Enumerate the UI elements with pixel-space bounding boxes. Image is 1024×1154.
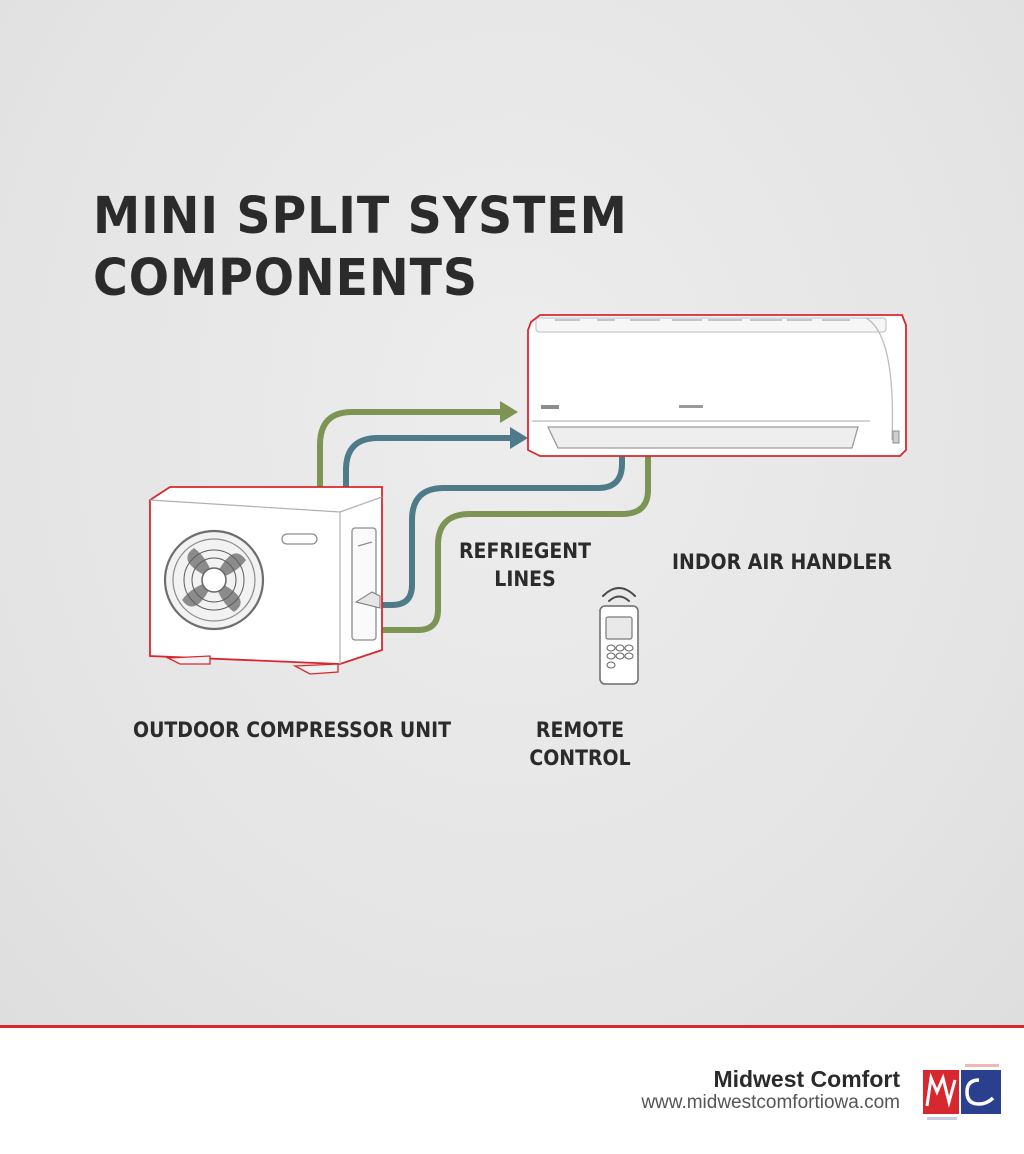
wifi-signal-icon (602, 587, 636, 602)
refrigerant-lines (317, 409, 651, 633)
label-refrigerant-line-2: LINES (494, 567, 556, 591)
title-line-1: MINI SPLIT SYSTEM (93, 187, 628, 246)
green-line-lower (371, 449, 651, 633)
blue-line-lower (371, 449, 625, 608)
title-line-2: COMPONENTS (93, 249, 479, 308)
page-title: MINI SPLIT SYSTEM COMPONENTS (93, 186, 628, 310)
green-line-upper (317, 409, 508, 493)
blue-line-upper (343, 435, 515, 493)
label-outdoor-text: OUTDOOR COMPRESSOR UNIT (133, 718, 451, 742)
system-diagram (149, 314, 907, 685)
indoor-air-handler-illustration (527, 314, 907, 457)
arrowheads (500, 401, 528, 449)
label-remote-line-2: CONTROL (529, 746, 631, 770)
blue-arrow-icon (510, 427, 528, 449)
label-refrigerant-lines: REFRIEGENT LINES (458, 537, 593, 593)
fan-icon (163, 529, 265, 631)
label-remote-control: REMOTE CONTROL (522, 716, 639, 772)
label-remote-line-1: REMOTE (535, 718, 625, 742)
label-indoor-air-handler: INDOR AIR HANDLER (672, 548, 892, 576)
midwest-comfort-logo-icon (921, 1062, 1003, 1124)
brand-url[interactable]: www.midwestcomfortiowa.com (641, 1092, 900, 1113)
label-outdoor-compressor-unit: OUTDOOR COMPRESSOR UNIT (133, 716, 451, 744)
label-indoor-text: INDOR AIR HANDLER (672, 550, 892, 574)
label-refrigerant-line-1: REFRIEGENT (458, 539, 591, 563)
footer-bar: Midwest Comfort www.midwestcomfortiowa.c… (0, 1025, 1024, 1154)
brand-name: Midwest Comfort (713, 1066, 900, 1092)
remote-control-illustration (599, 587, 639, 685)
outdoor-compressor-illustration (149, 486, 383, 675)
green-arrow-icon (500, 401, 518, 423)
